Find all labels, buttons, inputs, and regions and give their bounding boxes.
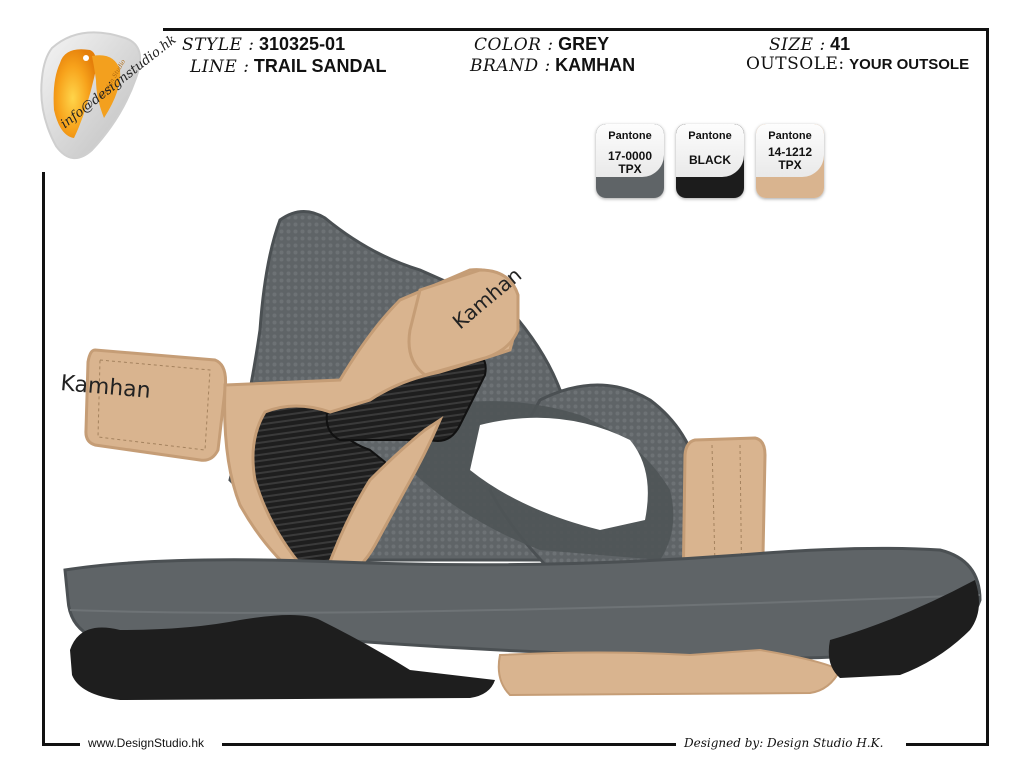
tan-heel-strap [84, 348, 227, 462]
outsole-spec: OUTSOLE: YOUR OUTSOLE [746, 54, 969, 74]
line-label: LINE : [190, 57, 250, 77]
swatch-code: BLACK [689, 153, 731, 167]
line-spec: LINE : TRAIL SANDAL [190, 56, 387, 77]
outsole-tan [497, 648, 842, 697]
size-label: SIZE : [769, 35, 826, 55]
brand-value: KAMHAN [555, 55, 636, 75]
brand-spec: BRAND : KAMHAN [470, 55, 635, 76]
pantone-swatch-grey: Pantone 17-0000 TPX [596, 124, 664, 198]
sandal-illustration: Kamhan Kamhan [59, 210, 982, 700]
pantone-swatch-tan: Pantone 14-1212 TPX [756, 124, 824, 198]
swatch-name: Pantone [608, 130, 652, 142]
frame-top-line [163, 28, 989, 31]
frame-left-line [42, 172, 45, 746]
outsole-value: YOUR OUTSOLE [849, 56, 970, 73]
footer-credit: Designed by: Design Studio H.K. [684, 736, 884, 750]
swatch-name: Pantone [688, 130, 732, 142]
style-label: STYLE : [182, 35, 255, 55]
brand-label: BRAND : [470, 56, 551, 76]
color-label: COLOR : [474, 35, 554, 55]
pantone-swatch-black: Pantone BLACK [676, 124, 744, 198]
outsole-black-toe [828, 580, 979, 678]
footer-website[interactable]: www.DesignStudio.hk [88, 736, 205, 750]
frame-right-line [986, 28, 989, 746]
swatch-code: 17-0000 TPX [607, 149, 653, 176]
color-value: GREY [558, 34, 610, 54]
outsole-label: OUTSOLE: [746, 54, 845, 74]
frame-bottom-line [42, 743, 80, 746]
size-value: 41 [830, 34, 851, 54]
swatch-name: Pantone [768, 130, 812, 142]
style-value: 310325-01 [259, 34, 346, 54]
frame-bottom-line [222, 743, 676, 746]
color-spec: COLOR : GREY [474, 34, 609, 55]
swatch-code: 14-1212 TPX [767, 145, 813, 172]
size-spec: SIZE : 41 [769, 34, 850, 55]
style-spec: STYLE : 310325-01 [182, 34, 345, 55]
frame-bottom-line [906, 743, 989, 746]
outsole-black-heel [70, 615, 495, 700]
line-value: TRAIL SANDAL [253, 56, 387, 76]
design-studio-logo: Design Studio [30, 18, 190, 198]
tan-top-strap [407, 268, 520, 377]
